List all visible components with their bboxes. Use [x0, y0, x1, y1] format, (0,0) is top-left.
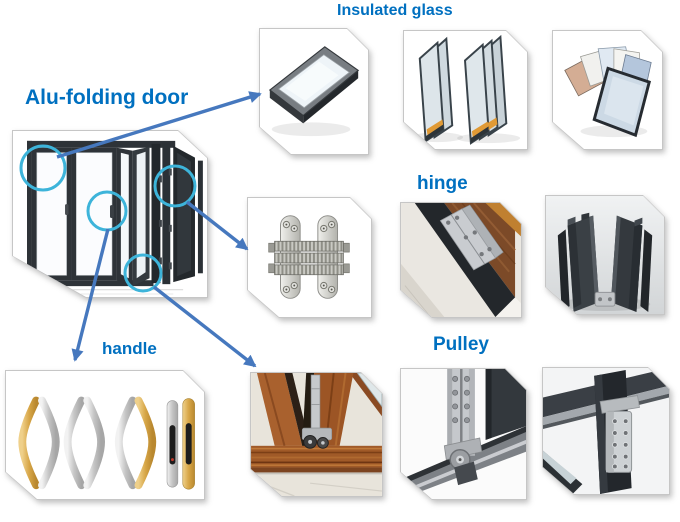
insulated-glass-card-3 [552, 30, 663, 150]
handle-card [5, 370, 205, 500]
aluminium-door-pulley-photo [401, 369, 526, 499]
insulated-glass-card-1 [259, 28, 369, 155]
wood-door-bottom-pulley-photo [251, 373, 382, 496]
pulley-card-3 [542, 367, 670, 495]
door-section-label: Alu-folding door [25, 86, 189, 109]
alu-folding-door-card [12, 130, 208, 298]
pulley-section-label: Pulley [433, 334, 489, 355]
hinge-card-2 [400, 202, 522, 318]
pulley-card-1 [250, 372, 383, 497]
hinge-card-3 [545, 195, 665, 315]
installed-door-hinge-photo [401, 203, 521, 317]
concealed-hinge-photo [248, 198, 371, 317]
door-handles-photo [6, 371, 204, 499]
insulated-glass-double-triple-photo [404, 31, 527, 149]
hinge-section-label: hinge [417, 173, 468, 194]
insulated-glass-card-2 [403, 30, 528, 150]
handle-section-label: handle [102, 339, 157, 358]
glass-color-samples-photo [553, 31, 662, 149]
hinge-card-1 [247, 197, 372, 318]
pulley-hardware-closeup-photo [543, 368, 669, 494]
arrow-to-pulley [152, 285, 257, 368]
insulated-glass-section-label: Insulated glass [337, 2, 453, 19]
insulated-glass-angled-photo [260, 29, 368, 154]
alu-folding-door-photo [13, 131, 207, 297]
pulley-card-2 [400, 368, 527, 500]
aluminium-profiles-photo [546, 196, 664, 314]
